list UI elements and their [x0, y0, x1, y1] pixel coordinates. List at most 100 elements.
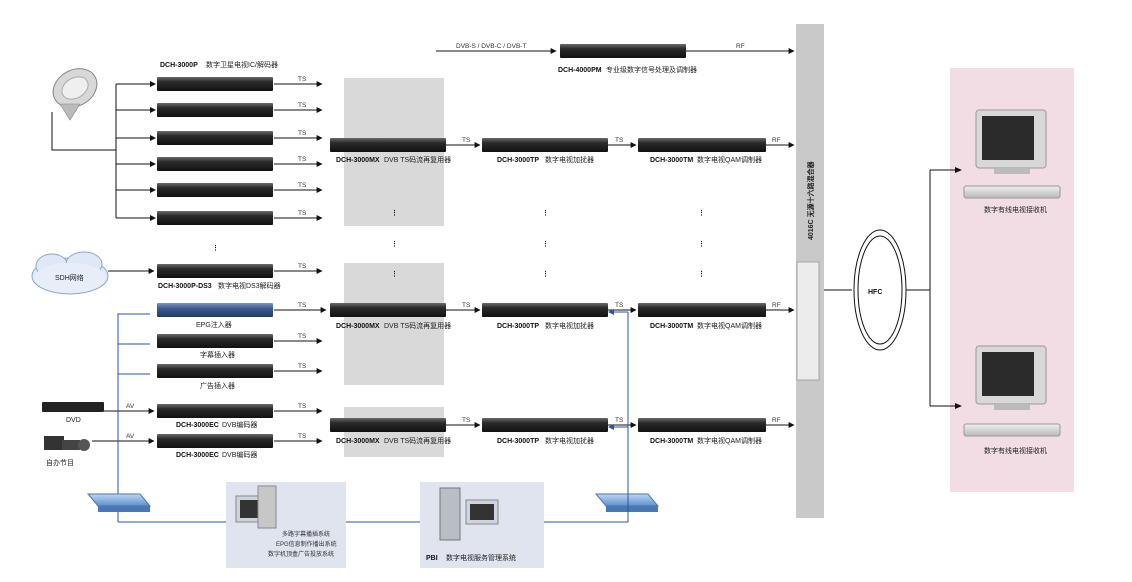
- sdh-label: SDH网络: [55, 273, 84, 282]
- ad-unit: [157, 364, 273, 378]
- svg-text:TS: TS: [298, 182, 307, 189]
- dots-tp-3: ⋮: [542, 270, 549, 278]
- hfc-label: HFC: [868, 289, 882, 296]
- encoder-unit: [157, 434, 273, 448]
- tp-model-2: DCH-3000TP: [497, 323, 539, 330]
- pc-line-3: 数字机顶盒广告投放系统: [268, 550, 334, 558]
- blue-net-right: [544, 311, 629, 523]
- mx-model-3: DCH-3000MX: [336, 438, 380, 445]
- pc-icon: [235, 485, 277, 529]
- pc-line-2: EPG信息制作播出系统: [276, 540, 337, 548]
- tm-unit-3: [638, 418, 766, 432]
- satellite-title-desc: 数字卫星电视IC/解码器: [206, 60, 278, 69]
- tp-unit-2: [482, 303, 608, 317]
- svg-text:TS: TS: [298, 363, 307, 370]
- ad-label: 广告插入器: [200, 381, 235, 390]
- receiver-unit: [157, 211, 273, 225]
- dvd-label: DVD: [66, 417, 81, 424]
- mx-panel-mid: [344, 263, 444, 385]
- receiver-label-1: 数字有线电视接收机: [984, 205, 1047, 214]
- svg-text:TS: TS: [298, 130, 307, 137]
- ts-arrows-left: [274, 81, 327, 444]
- dvd-player-icon: [42, 402, 104, 412]
- mx-model-1: DCH-3000MX: [336, 157, 380, 164]
- tm-rf-arrows: [766, 142, 795, 428]
- svg-text:TS: TS: [298, 210, 307, 217]
- mx-unit-2: [330, 303, 446, 317]
- ts-mx-tp-2: TS: [462, 302, 471, 309]
- ec-desc-2: DVB编码器: [222, 450, 257, 459]
- stb-icon: [963, 423, 1061, 437]
- av-label-2: AV: [126, 433, 135, 440]
- tp-desc-3: 数字电视加扰器: [545, 436, 594, 445]
- tv-set-icon: [975, 345, 1047, 410]
- pbi-bold: PBI: [426, 555, 438, 562]
- sdh-cloud-icon: [31, 251, 109, 295]
- ec-model-1: DCH-3000EC: [176, 422, 219, 429]
- svg-text:TS: TS: [298, 433, 307, 440]
- mx-unit-1: [330, 138, 446, 152]
- tm-model-3: DCH-3000TM: [650, 438, 693, 445]
- rf-label-2: RF: [772, 302, 781, 309]
- av-label-1: AV: [126, 403, 135, 410]
- subtitle-label: 字幕插入器: [200, 350, 235, 359]
- pm-model: DCH-4000PM: [558, 67, 602, 74]
- svg-text:TS: TS: [298, 102, 307, 109]
- tm-desc-1: 数字电视QAM调制器: [697, 155, 762, 164]
- receiver-unit: [157, 183, 273, 197]
- tm-model-1: DCH-3000TM: [650, 157, 693, 164]
- pc-line-1: 多路字幕播插系统: [282, 530, 330, 538]
- svg-text:TS: TS: [298, 302, 307, 309]
- dots-mx-2: ⋮: [391, 240, 398, 248]
- tm-unit-1: [638, 138, 766, 152]
- tm-model-2: DCH-3000TM: [650, 323, 693, 330]
- hfc-branch: [906, 169, 960, 407]
- dots-tm-1: ⋮: [698, 209, 705, 217]
- satellite-title-model: DCH-3000P: [160, 62, 198, 69]
- tm-desc-3: 数字电视QAM调制器: [697, 436, 762, 445]
- ec-desc-1: DVB编码器: [222, 420, 257, 429]
- svg-text:TS: TS: [298, 263, 307, 270]
- camera-icon: [44, 436, 90, 451]
- epg-label: EPG注入器: [196, 320, 232, 329]
- tp-unit-3: [482, 418, 608, 432]
- mx-model-2: DCH-3000MX: [336, 323, 380, 330]
- combiner-label: 4016C 无源十六路混合器: [806, 160, 815, 240]
- receiver-unit: [157, 103, 273, 117]
- blue-net-left: [117, 313, 150, 522]
- tm-desc-2: 数字电视QAM调制器: [697, 321, 762, 330]
- combiner-device: [796, 261, 820, 381]
- dots-tm-2: ⋮: [698, 240, 705, 248]
- rack-devices-left: [157, 77, 273, 448]
- tp-tm-arrows: [608, 142, 637, 428]
- sat-bus: [51, 83, 150, 219]
- tp-model-3: DCH-3000TP: [497, 438, 539, 445]
- rf-label-3: RF: [772, 417, 781, 424]
- receiver-unit: [157, 131, 273, 145]
- pbi-text: 数字电视服务管理系统: [446, 553, 516, 562]
- switch-left-icon: [86, 493, 152, 512]
- ts-tp-tm-2: TS: [615, 302, 624, 309]
- ts-tp-tm-3: TS: [615, 417, 624, 424]
- satellite-dish-icon: [52, 68, 98, 121]
- mx-tp-arrows: [446, 142, 481, 428]
- dots-mx-3: ⋮: [391, 270, 398, 278]
- svg-text:TS: TS: [298, 156, 307, 163]
- svg-text:TS: TS: [298, 403, 307, 410]
- pm-rf-label: RF: [736, 43, 745, 50]
- ds3-model: DCH-3000P-DS3: [158, 283, 212, 290]
- mx-desc-3: DVB TS码流再复用器: [384, 436, 451, 445]
- ts-mx-tp-3: TS: [462, 417, 471, 424]
- pm-desc: 专业级数字信号处理及调制器: [606, 65, 697, 74]
- pm-unit: [560, 44, 686, 58]
- ds3-unit: [157, 264, 273, 278]
- ec-model-2: DCH-3000EC: [176, 452, 219, 459]
- svg-text:TS: TS: [298, 333, 307, 340]
- encoder-unit: [157, 404, 273, 418]
- tp-desc-1: 数字电视加扰器: [545, 155, 594, 164]
- switch-right-icon: [594, 493, 660, 512]
- mx-desc-2: DVB TS码流再复用器: [384, 321, 451, 330]
- tp-unit-1: [482, 138, 608, 152]
